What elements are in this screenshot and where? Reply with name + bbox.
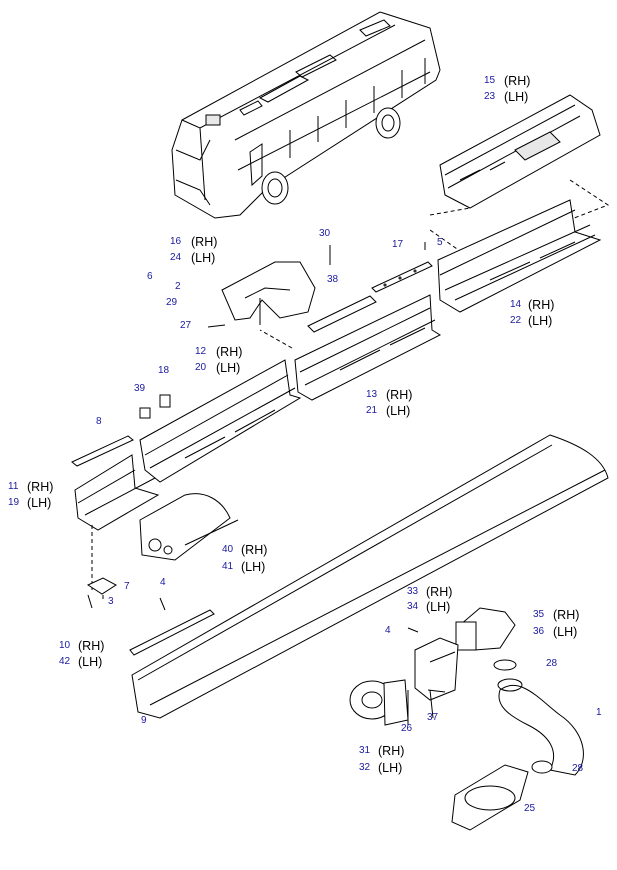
callout-10: 10	[59, 640, 71, 651]
callout-28: 28	[572, 763, 584, 774]
side-label-lh: (LH)	[191, 251, 216, 265]
callout-13: 13	[366, 389, 378, 400]
strip-8	[71, 435, 134, 467]
callout-3: 3	[108, 596, 114, 607]
panel-9	[131, 434, 609, 719]
side-label-lh: (LH)	[504, 90, 529, 104]
callout-5: 5	[437, 237, 443, 248]
side-label-rh: (RH)	[553, 608, 580, 622]
channel-14-22	[437, 199, 602, 313]
callout-4: 4	[160, 577, 166, 588]
callout-1: 1	[596, 707, 602, 718]
side-label-rh: (RH)	[504, 74, 531, 88]
callout-4: 4	[385, 625, 391, 636]
callout-24: 24	[170, 252, 182, 263]
side-label-rh: (RH)	[78, 639, 105, 653]
side-label-lh: (LH)	[528, 314, 553, 328]
channel-12-20	[139, 359, 302, 483]
side-label-rh: (RH)	[191, 235, 218, 249]
callout-31: 31	[359, 745, 371, 756]
plate-38	[307, 295, 377, 333]
callout-37: 37	[427, 712, 439, 723]
side-label-lh: (LH)	[386, 404, 411, 418]
callout-29: 29	[166, 297, 178, 308]
blower-31-32	[349, 679, 409, 726]
callout-25: 25	[524, 803, 536, 814]
side-label-rh: (RH)	[241, 543, 268, 557]
plate-25	[451, 764, 529, 831]
callout-18: 18	[158, 365, 170, 376]
callout-6: 6	[147, 271, 153, 282]
callout-34: 34	[407, 601, 419, 612]
callout-16: 16	[170, 236, 182, 247]
hose-1	[497, 678, 584, 776]
fasteners	[87, 242, 434, 725]
side-label-rh: (RH)	[27, 480, 54, 494]
callout-8: 8	[96, 416, 102, 427]
callout-23: 23	[484, 91, 496, 102]
side-label-lh: (LH)	[553, 625, 578, 639]
callout-28: 28	[546, 658, 558, 669]
side-label-rh: (RH)	[426, 585, 453, 599]
callout-38: 38	[327, 274, 339, 285]
callout-21: 21	[366, 405, 378, 416]
bracket-7	[86, 577, 117, 602]
strip-17	[371, 261, 433, 293]
callout-11: 11	[8, 481, 19, 492]
callout-20: 20	[195, 362, 207, 373]
side-label-lh: (LH)	[241, 560, 266, 574]
strip-10-42	[129, 609, 215, 656]
callout-41: 41	[222, 561, 234, 572]
callout-14: 14	[510, 299, 522, 310]
bus-illustration	[171, 11, 441, 219]
nozzle-35-36	[455, 607, 517, 671]
side-label-rh: (RH)	[386, 388, 413, 402]
side-label-rh: (RH)	[528, 298, 555, 312]
side-label-rh: (RH)	[216, 345, 243, 359]
callout-33: 33	[407, 586, 419, 597]
callout-22: 22	[510, 315, 522, 326]
callout-32: 32	[359, 762, 371, 773]
funnel-16-24	[221, 261, 316, 325]
side-label-lh: (LH)	[27, 496, 52, 510]
box-33-34	[414, 637, 459, 701]
callout-15: 15	[484, 75, 496, 86]
channel-13-21	[259, 294, 442, 401]
side-label-lh: (LH)	[78, 655, 103, 669]
callout-27: 27	[180, 320, 192, 331]
callout-40: 40	[222, 544, 234, 555]
callout-7: 7	[124, 581, 130, 592]
callout-35: 35	[533, 609, 545, 620]
callout-42: 42	[59, 656, 71, 667]
cover-40-41	[139, 493, 239, 561]
side-label-lh: (LH)	[216, 361, 241, 375]
callout-17: 17	[392, 239, 404, 250]
side-label-lh: (LH)	[426, 600, 451, 614]
callout-30: 30	[319, 228, 331, 239]
callout-12: 12	[195, 346, 207, 357]
callout-39: 39	[134, 383, 146, 394]
callout-26: 26	[401, 723, 413, 734]
callout-2: 2	[175, 281, 181, 292]
channel-11-19	[74, 454, 160, 590]
callout-9: 9	[141, 715, 147, 726]
callout-36: 36	[533, 626, 545, 637]
side-label-lh: (LH)	[378, 761, 403, 775]
side-label-rh: (RH)	[378, 744, 405, 758]
callout-19: 19	[8, 497, 20, 508]
